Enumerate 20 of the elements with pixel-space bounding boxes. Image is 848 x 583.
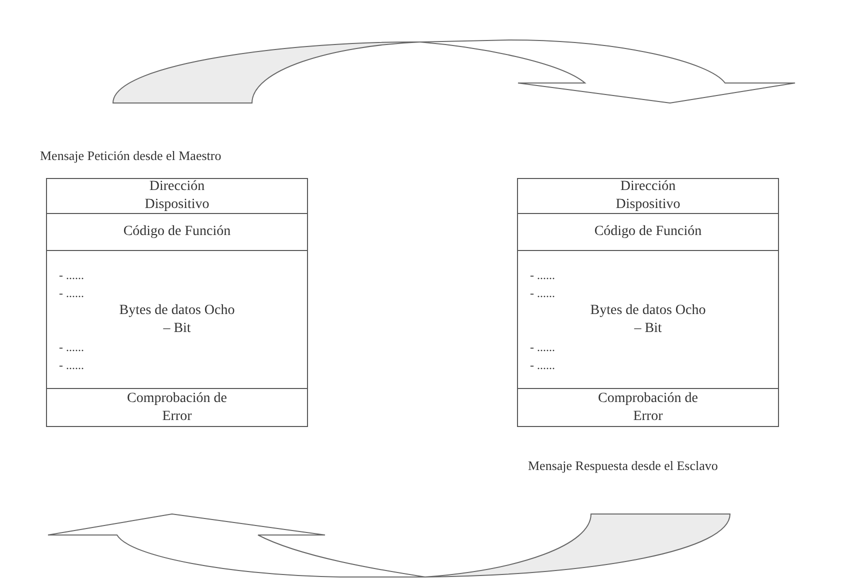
field-text: Comprobación de Error	[126, 390, 228, 426]
message-caption: Mensaje Respuesta desde el Esclavo	[528, 457, 718, 475]
placeholder-line: - ......	[530, 356, 555, 374]
message-frame	[46, 178, 308, 427]
placeholder-line: - ......	[530, 338, 555, 356]
field-text: Dirección Dispositivo	[144, 178, 210, 214]
placeholder-line: - ......	[59, 356, 84, 374]
placeholder-line: - ......	[530, 266, 555, 284]
field-text: Bytes de datos Ocho – Bit	[589, 302, 707, 338]
field-text: Bytes de datos Ocho – Bit	[118, 302, 236, 338]
field-text: Código de Función	[123, 223, 231, 241]
placeholder-line: - ......	[59, 338, 84, 356]
placeholder-line: - ......	[530, 284, 555, 302]
message-caption: Mensaje Petición desde el Maestro	[40, 147, 222, 165]
placeholder-line: - ......	[59, 266, 84, 284]
field-text: Comprobación de Error	[597, 390, 699, 426]
field-text: Código de Función	[594, 223, 702, 241]
placeholder-line: - ......	[59, 284, 84, 302]
message-frame	[517, 178, 779, 427]
field-text: Dirección Dispositivo	[614, 178, 682, 214]
